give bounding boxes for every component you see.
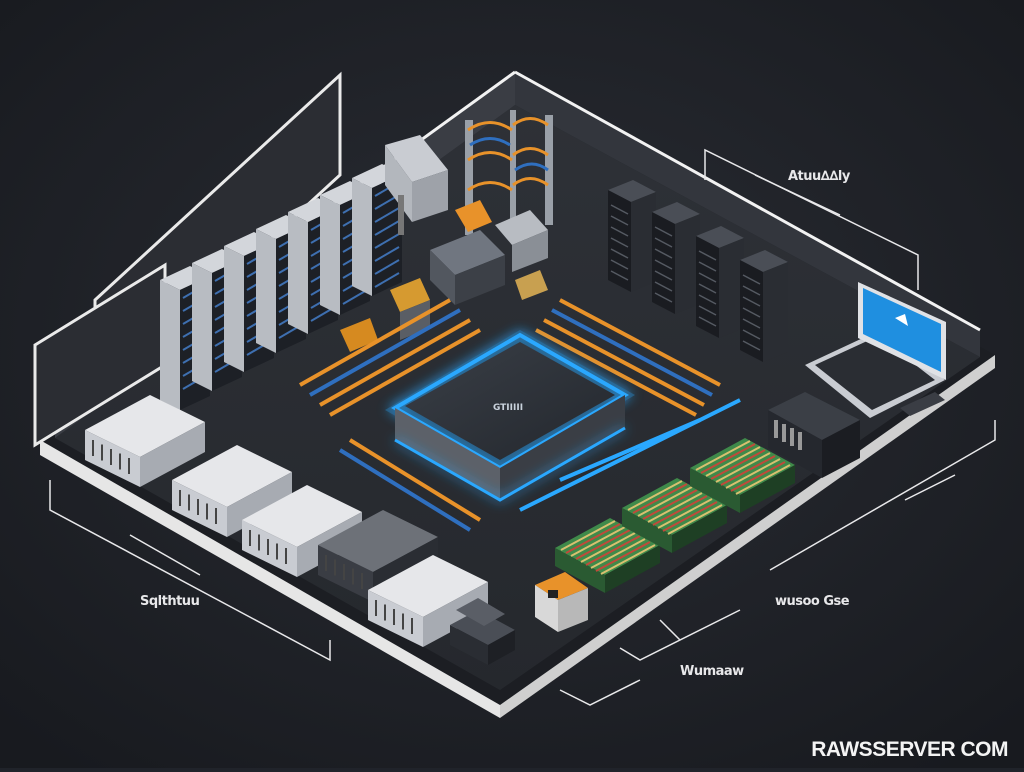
chip-label: GTIIIII	[493, 403, 523, 413]
ups-units-left	[85, 395, 488, 647]
wall-ac-unit	[385, 135, 448, 235]
storage-stack	[450, 598, 515, 665]
ram-module-icon	[622, 478, 727, 553]
central-processor: GTIIIII	[385, 330, 635, 502]
label-left: Sqlthtuu	[140, 594, 200, 609]
ups-unit-icon	[368, 555, 488, 647]
cable-tower	[465, 110, 553, 235]
cable-bundles	[299, 298, 741, 532]
server-rack-icon	[608, 180, 656, 292]
server-rack-icon	[352, 164, 402, 296]
server-rack-row-left	[160, 164, 402, 410]
watermark: RAWSSERVER COM	[811, 738, 1008, 761]
laptop-icon	[805, 282, 946, 418]
server-rack-icon	[652, 202, 700, 314]
server-rack-icon	[696, 226, 744, 338]
server-rack-icon	[740, 250, 788, 362]
ram-modules	[555, 438, 795, 593]
ram-module-icon	[690, 438, 795, 513]
network-switch-box	[768, 392, 860, 478]
label-bottom-right: wusoo Gse	[775, 594, 850, 609]
label-bottom-center: Wumaaw	[680, 664, 744, 679]
equipment-cluster-top	[340, 200, 548, 352]
label-top-right: Atuu∆∆ly	[788, 169, 851, 184]
server-rack-row-right	[608, 180, 788, 362]
small-controller-box	[535, 572, 588, 632]
ups-unit-icon	[85, 395, 205, 487]
callout-lines	[49, 148, 996, 706]
